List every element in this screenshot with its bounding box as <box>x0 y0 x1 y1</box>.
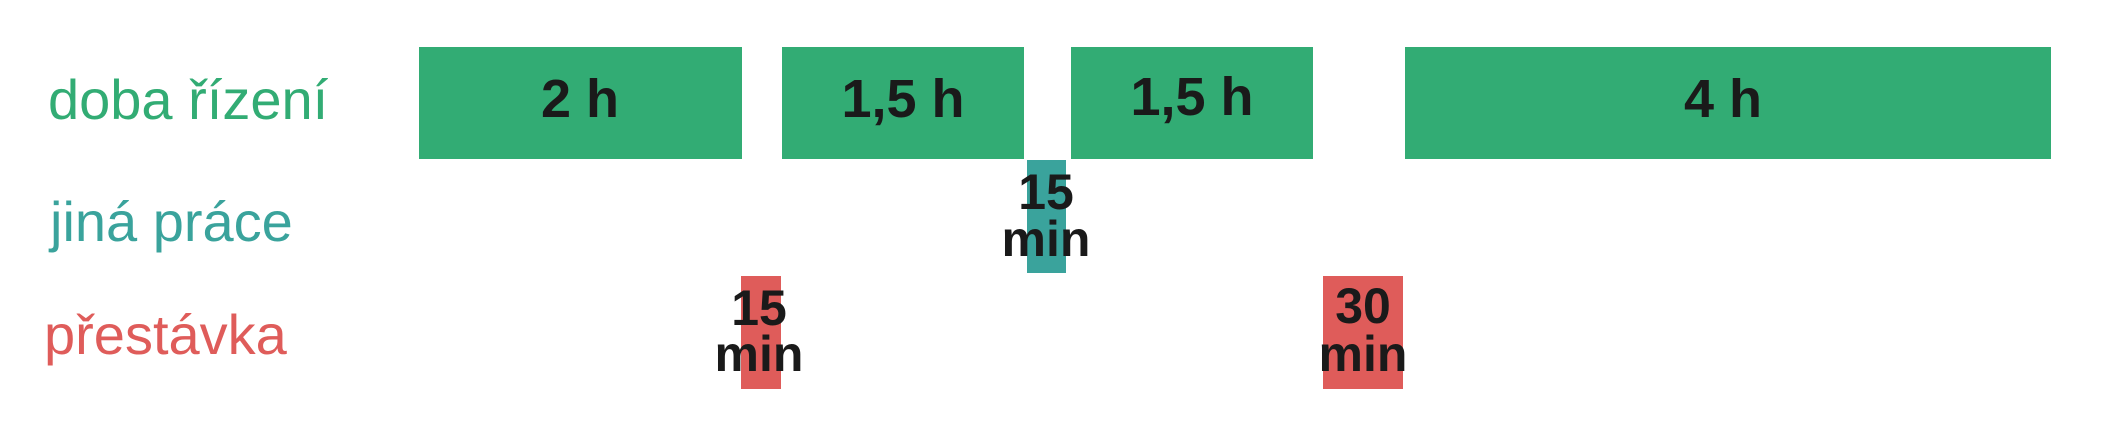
segment-break-1-bar <box>741 276 781 389</box>
segment-driving-2-label: 1,5 h <box>841 69 964 129</box>
segment-driving-4-bar <box>1405 47 2051 159</box>
segment-driving-3-label: 1,5 h <box>1130 67 1253 127</box>
row-label-break: přestávka <box>44 303 288 366</box>
segment-break-2-bar <box>1323 276 1403 389</box>
segment-driving-1-label: 2 h <box>541 69 619 129</box>
segment-break-2: 30 min <box>1319 276 1408 389</box>
segment-break-2-label-unit: min <box>1319 326 1408 382</box>
segment-break-1-label-unit: min <box>715 326 804 382</box>
segment-driving-1: 2 h <box>419 47 742 159</box>
segment-driving-2: 1,5 h <box>782 47 1024 159</box>
segment-driving-4-label: 4 h <box>1684 69 1762 129</box>
row-label-driving-time: doba řízení <box>48 68 329 131</box>
segment-break-1: 15 min <box>715 276 804 389</box>
row-label-other-work: jiná práce <box>48 190 293 253</box>
segment-other-work: 15 min <box>1002 160 1091 273</box>
segment-break-1-label-number: 15 <box>731 280 787 336</box>
segment-driving-2-bar <box>782 47 1024 159</box>
segment-break-2-label-number: 30 <box>1335 278 1391 334</box>
segment-other-work-label-number: 15 <box>1018 164 1074 220</box>
segment-driving-3-bar <box>1071 47 1313 159</box>
segment-other-work-bar <box>1027 160 1066 273</box>
segment-driving-3: 1,5 h <box>1071 47 1313 159</box>
segment-other-work-label-unit: min <box>1002 211 1091 267</box>
segment-driving-1-bar <box>419 47 742 159</box>
segment-driving-4: 4 h <box>1405 47 2051 159</box>
